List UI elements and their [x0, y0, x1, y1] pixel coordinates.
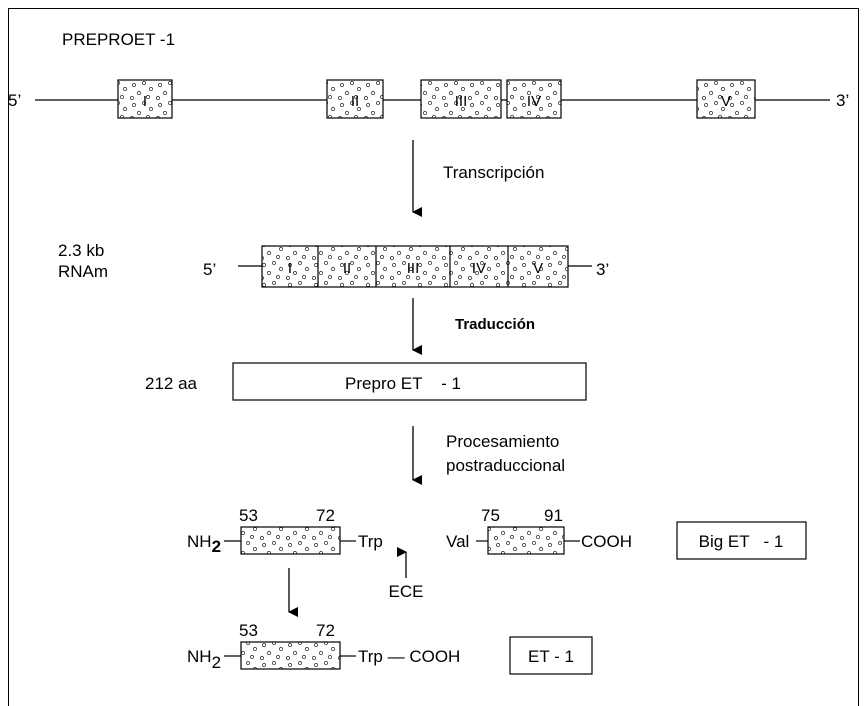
- mrna-exon-3-label: III: [407, 260, 420, 277]
- big-et-nh-subscript: 2: [212, 537, 221, 556]
- et1-peptide: [240, 641, 341, 670]
- big-et-peptide-2: [487, 526, 565, 555]
- mrna-three-prime: 3’: [596, 260, 609, 279]
- diagram-frame: [8, 8, 859, 706]
- mrna-exons: I II III IV V: [261, 245, 569, 288]
- big-et-pos-start2: 75: [481, 506, 500, 525]
- big-et-nh: NH: [187, 532, 212, 551]
- gene-exon-1: I: [117, 79, 173, 119]
- mrna-exon-2-label: II: [343, 260, 351, 277]
- big-et-cooh: COOH: [581, 532, 632, 551]
- prepro-label: Prepro ET - 1: [345, 374, 461, 393]
- ece-label: ECE: [389, 582, 424, 601]
- big-et-nh2: NH2: [187, 532, 221, 556]
- et1-nh: NH: [187, 647, 212, 666]
- mrna-name: RNAm: [58, 262, 108, 281]
- transcription-label: Transcripción: [443, 163, 544, 182]
- big-et-trp: Trp: [358, 532, 383, 551]
- mrna-exon-1-label: I: [288, 260, 292, 277]
- mrna-size: 2.3 kb: [58, 241, 104, 260]
- big-et-pos-start: 53: [239, 506, 258, 525]
- et1-pos-start: 53: [239, 621, 258, 640]
- gene-exon-3: III: [420, 79, 502, 119]
- gene-exon-4-label: IV: [527, 93, 541, 110]
- processing-label-line2: postraduccional: [446, 456, 565, 475]
- big-et-label-box: [676, 521, 807, 560]
- gene-exon-1-label: I: [143, 93, 147, 110]
- et1-pos-end: 72: [316, 621, 335, 640]
- gene-five-prime: 5’: [8, 91, 21, 110]
- gene-exon-4: IV: [506, 79, 562, 119]
- prepro-length: 212 aa: [145, 374, 198, 393]
- big-et-peptide-1: [240, 526, 341, 555]
- et1-label: ET - 1: [528, 647, 574, 666]
- mrna-exon-4-label: IV: [472, 260, 486, 277]
- big-et-label: Big ET - 1: [699, 532, 784, 551]
- gene-title: PREPROET -1: [62, 30, 175, 49]
- gene-exon-5: V: [696, 79, 756, 119]
- et1-trp-cooh: Trp — COOH: [358, 647, 460, 666]
- prepro-box: [232, 362, 587, 401]
- gene-exon-5-label: V: [721, 93, 731, 110]
- et1-label-box: [509, 636, 593, 675]
- big-et-pos-end2: 91: [544, 506, 563, 525]
- processing-label-line1: Procesamiento: [446, 432, 559, 451]
- mrna-exon-5-label: V: [533, 260, 543, 277]
- et1-nh2: NH2: [187, 647, 221, 672]
- mrna-five-prime: 5’: [203, 260, 216, 279]
- translation-label: Traducción: [455, 316, 535, 333]
- et1-nh-subscript: 2: [212, 653, 221, 672]
- gene-exon-2-label: II: [351, 93, 359, 110]
- gene-exon-2: II: [326, 79, 384, 119]
- gene-exon-3-label: III: [455, 93, 468, 110]
- big-et-pos-end: 72: [316, 506, 335, 525]
- big-et-val: Val: [446, 532, 469, 551]
- gene-three-prime: 3’: [836, 91, 849, 110]
